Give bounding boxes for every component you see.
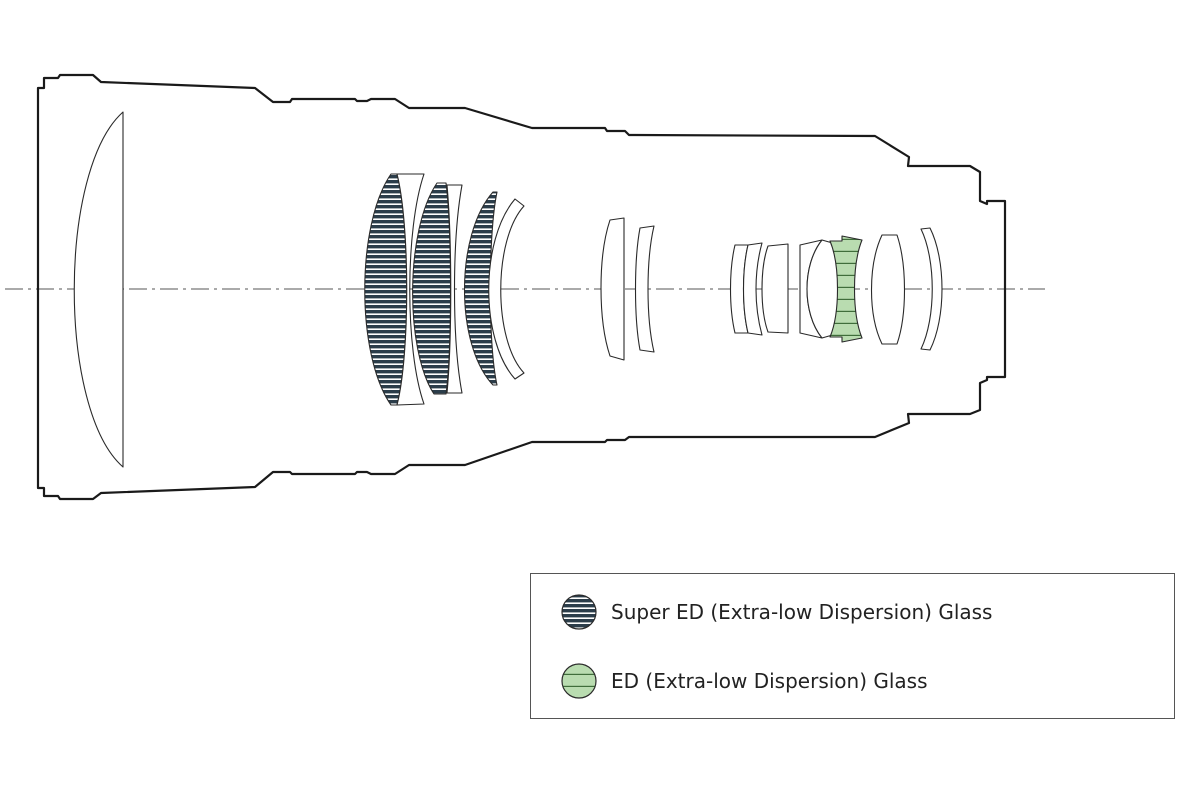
legend-label-ed: ED (Extra-low Dispersion) Glass — [611, 669, 928, 693]
lens-element-5 — [600, 217, 625, 361]
legend-item-ed: ED (Extra-low Dispersion) Glass — [561, 663, 928, 699]
super-ed-element-1 — [364, 173, 408, 406]
lens-element-4 — [488, 198, 525, 380]
legend-label-super-ed: Super ED (Extra-low Dispersion) Glass — [611, 600, 993, 624]
super-ed-element-3 — [464, 191, 498, 386]
rear-lens-element — [920, 227, 943, 351]
lens-element-12 — [871, 234, 905, 345]
legend: Super ED (Extra-low Dispersion) Glass ED… — [530, 573, 1175, 719]
lens-element-3 — [446, 184, 463, 394]
lens-element-8 — [742, 242, 763, 336]
lens-element-2 — [396, 173, 425, 406]
legend-item-super-ed: Super ED (Extra-low Dispersion) Glass — [561, 594, 992, 630]
ed-swatch-icon — [561, 663, 597, 699]
lens-barrel-outline — [36, 73, 1007, 501]
lens-element-9 — [761, 243, 789, 334]
ed-element — [829, 235, 863, 343]
front-lens-element — [73, 111, 124, 468]
super-ed-element-2 — [412, 182, 452, 395]
lens-element-6 — [634, 225, 655, 353]
super-ed-swatch-icon — [561, 594, 597, 630]
